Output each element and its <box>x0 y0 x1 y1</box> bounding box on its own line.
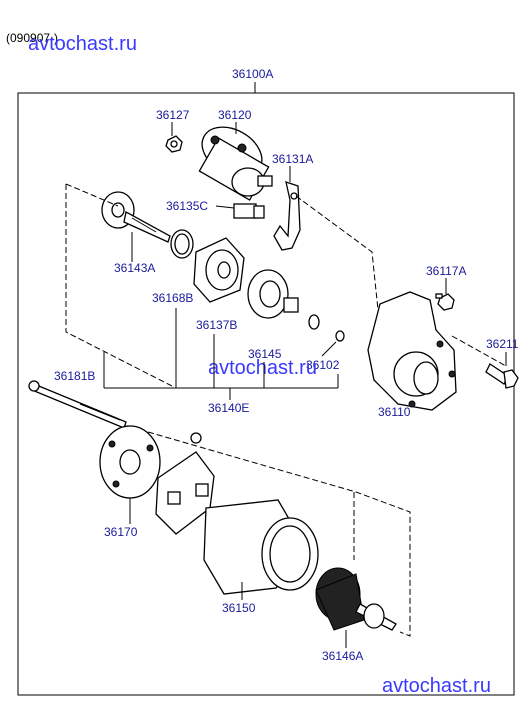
label-36102: 36102 <box>306 358 340 372</box>
date-code: (090907-) <box>6 31 58 45</box>
label-36140E: 36140E <box>208 401 249 415</box>
label-36110: 36110 <box>378 405 411 419</box>
assembly-frame <box>17 92 515 696</box>
watermark-bottom: avtochast.ru <box>382 675 491 697</box>
yoke-part <box>203 499 319 595</box>
solenoid-part <box>198 126 273 201</box>
lever-part <box>273 181 301 251</box>
label-36168B: 36168B <box>152 291 193 305</box>
label-36143A: 36143A <box>114 261 155 275</box>
label-36127: 36127 <box>156 108 190 122</box>
label-36137B: 36137B <box>196 318 237 332</box>
label-36150: 36150 <box>222 601 256 615</box>
rear-cover-part <box>99 425 161 499</box>
label-36211: 36211 <box>486 337 519 351</box>
shaft-part <box>101 191 171 243</box>
label-36120: 36120 <box>218 108 252 122</box>
armature-part <box>315 567 397 631</box>
holder-part <box>233 203 265 219</box>
through-bolt-part <box>28 380 127 429</box>
nut-part <box>165 135 183 153</box>
watermark-mid: avtochast.ru <box>208 357 317 379</box>
group-bracket-36140E <box>103 308 339 400</box>
label-36146A: 36146A <box>322 649 363 663</box>
label-36117A: 36117A <box>426 264 466 278</box>
label-36135C: 36135C <box>166 199 208 213</box>
watermark-top: avtochast.ru <box>28 33 137 55</box>
ring-part <box>308 314 320 330</box>
label-36131A: 36131A <box>272 152 313 166</box>
label-36181B: 36181B <box>54 369 95 383</box>
brush-holder-part <box>155 432 215 535</box>
assembly-label: 36100A <box>232 67 273 81</box>
label-36170: 36170 <box>104 525 138 539</box>
alignment-lines <box>65 183 507 637</box>
gear-part <box>247 269 299 319</box>
bolt-part <box>485 363 519 389</box>
small-bolt-part <box>435 293 455 311</box>
label-36145: 36145 <box>248 347 282 361</box>
gear-housing-part <box>193 237 245 303</box>
front-housing-part <box>367 291 457 411</box>
